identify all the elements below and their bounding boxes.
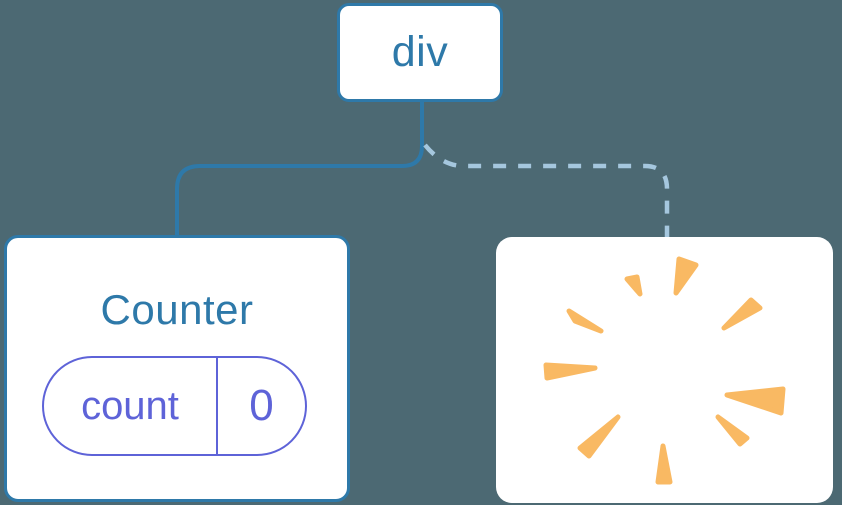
div-node-label: div [391, 28, 449, 76]
tree-node-removed [496, 237, 833, 503]
state-pill-divider [216, 358, 218, 454]
state-key-label: count [81, 383, 179, 428]
connector-dashed-line [423, 143, 670, 239]
poof-burst-icon [543, 256, 786, 485]
tree-node-counter: Counter count 0 [4, 235, 350, 502]
counter-node-title: Counter [100, 286, 254, 333]
state-value-label: 0 [249, 381, 274, 430]
tree-node-div: div [337, 3, 503, 102]
connector-solid-line [175, 101, 424, 237]
state-pill: count 0 [42, 356, 307, 456]
